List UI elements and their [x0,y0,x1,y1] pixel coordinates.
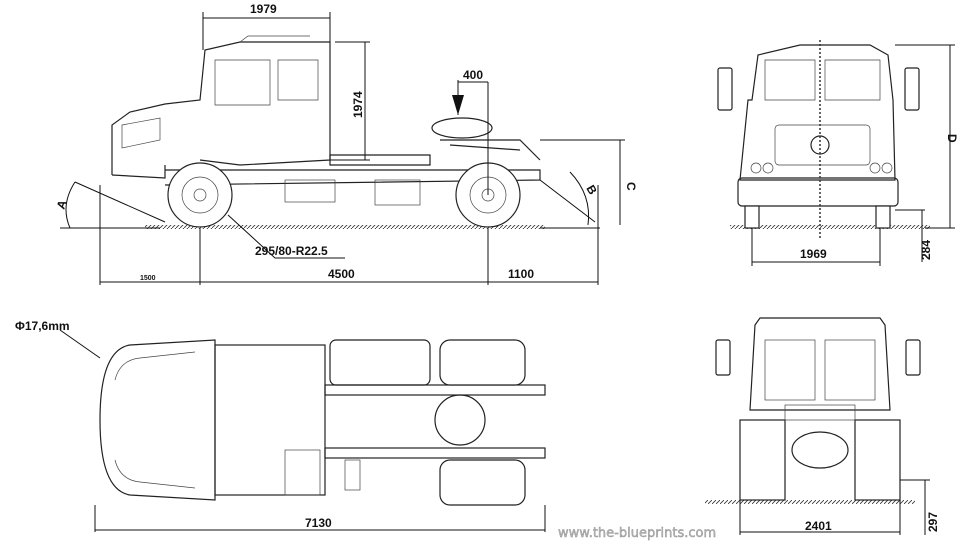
watermark: www.the-blueprints.com [558,526,716,541]
rear-view: 2401 297 [705,317,940,535]
front-wheel-side [167,162,233,228]
side-view: 1979 1974 400 295/80-R22.5 1500 4500 110… [54,2,638,285]
dim-rear-clearance: 297 [926,512,940,532]
ground-line [145,225,545,229]
dim-cab-height: 1974 [351,91,365,118]
left-mirror [717,67,733,111]
dim-rear-overhang: 1100 [508,267,534,281]
tire-size-label: 295/80-R22.5 [255,244,328,258]
dim-wheelbase: 4500 [328,267,355,281]
front-view: 1969 284 D [717,40,958,266]
dim-ground-clearance: 284 [919,240,933,260]
cab-top [99,339,216,501]
cab-side [111,35,331,179]
dim-cab-length: 1979 [250,2,277,16]
dim-track-width: 1969 [800,247,827,261]
height-c-label: C [624,182,638,191]
dim-overall-width: 2401 [805,519,832,533]
dim-front-overhang: 1500 [140,275,156,282]
turning-diameter-label: Φ17,6mm [15,319,70,333]
fuel-tank [329,339,431,386]
chassis-side [164,117,541,206]
top-view: Φ17,6mm 7130 [15,319,546,532]
dim-fifth-wheel: 400 [463,68,483,82]
right-mirror [904,67,920,111]
fifth-wheel [434,394,486,446]
dim-overall-length: 7130 [305,516,332,530]
fifth-wheel-arrow-icon [452,95,464,115]
height-d-label: D [945,134,958,143]
